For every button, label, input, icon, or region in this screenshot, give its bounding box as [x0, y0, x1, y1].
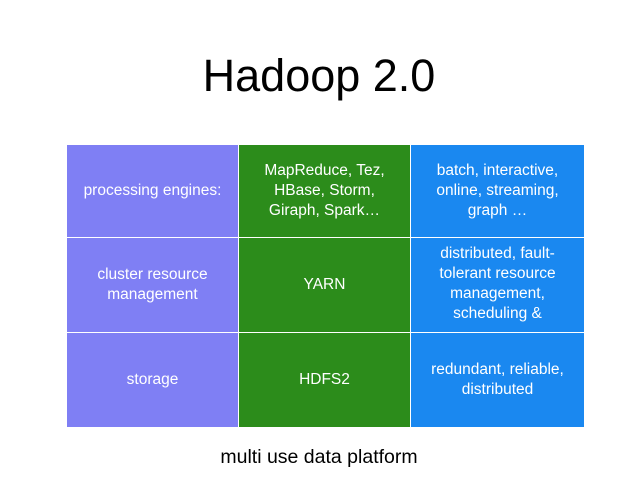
- storage-layer-label: storage: [67, 333, 239, 427]
- processing-layer-label: processing engines:: [67, 145, 239, 238]
- processing-description: batch, interactive, online, streaming, g…: [411, 145, 584, 238]
- architecture-table: processing engines: MapReduce, Tez, HBas…: [67, 145, 584, 427]
- storage-component: HDFS2: [239, 333, 411, 427]
- slide-footer-caption: multi use data platform: [220, 446, 418, 468]
- processing-components: MapReduce, Tez, HBase, Storm, Giraph, Sp…: [239, 145, 411, 238]
- resource-management-component: YARN: [239, 238, 411, 333]
- resource-management-layer-label: cluster resource management: [67, 238, 239, 333]
- slide-title: Hadoop 2.0: [202, 50, 436, 101]
- resource-management-description: distributed, fault- tolerant resource ma…: [411, 238, 584, 333]
- storage-description: redundant, reliable, distributed: [411, 333, 584, 427]
